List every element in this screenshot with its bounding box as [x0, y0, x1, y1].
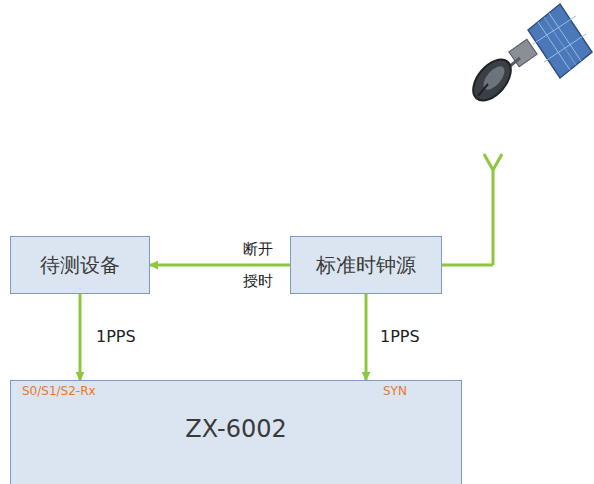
edge-label: 断开 授时 — [242, 233, 275, 297]
pin-name: S0/S1/S2-Rx — [22, 384, 96, 398]
node-label: ZX-6002 — [185, 415, 286, 443]
edge-label: 1PPS — [380, 327, 420, 347]
signal-arrow — [150, 264, 290, 267]
signal-arrow — [365, 294, 368, 380]
edge-label: 1PPS — [96, 327, 136, 347]
satellite-icon — [466, 4, 592, 107]
antenna-symbol — [442, 154, 502, 265]
pin-name: SYN — [383, 384, 407, 398]
node-label: 标准时钟源 — [316, 252, 416, 279]
node-label: 待测设备 — [40, 252, 120, 279]
device-box: 标准时钟源 — [290, 236, 442, 294]
signal-arrow — [79, 294, 82, 380]
device-box: 待测设备 — [10, 236, 150, 294]
